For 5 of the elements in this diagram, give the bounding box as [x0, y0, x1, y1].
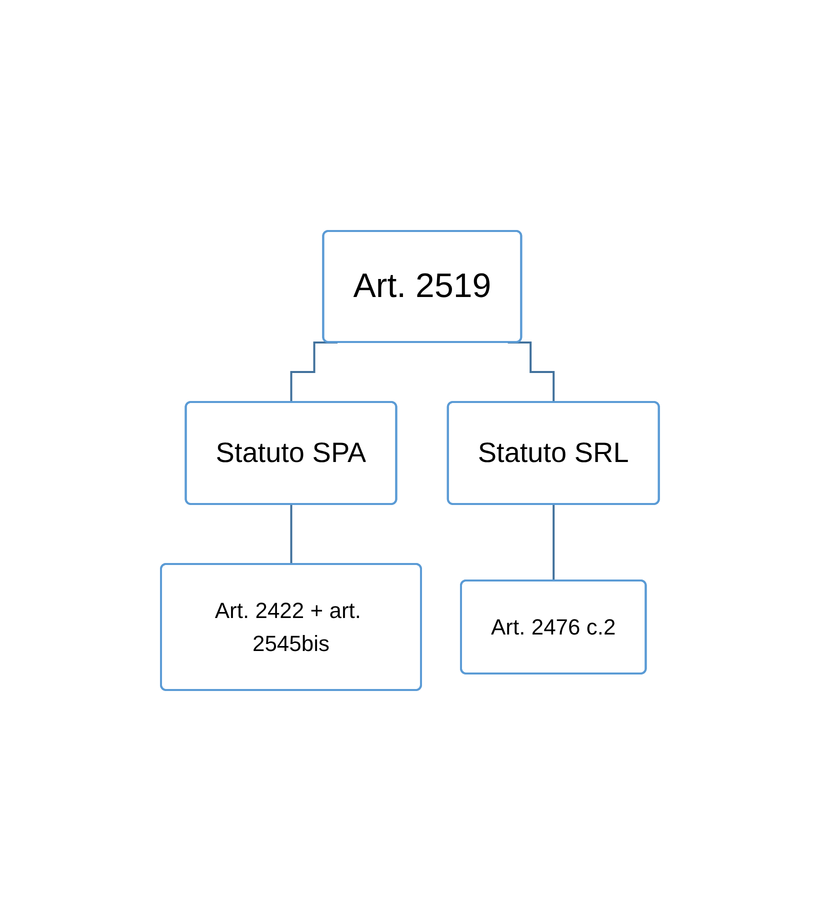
connector [507, 341, 554, 403]
node-text: Art. 2422 + art. 2545bis [214, 597, 361, 656]
connector [290, 503, 292, 565]
connector [552, 503, 554, 582]
connector [290, 341, 338, 403]
